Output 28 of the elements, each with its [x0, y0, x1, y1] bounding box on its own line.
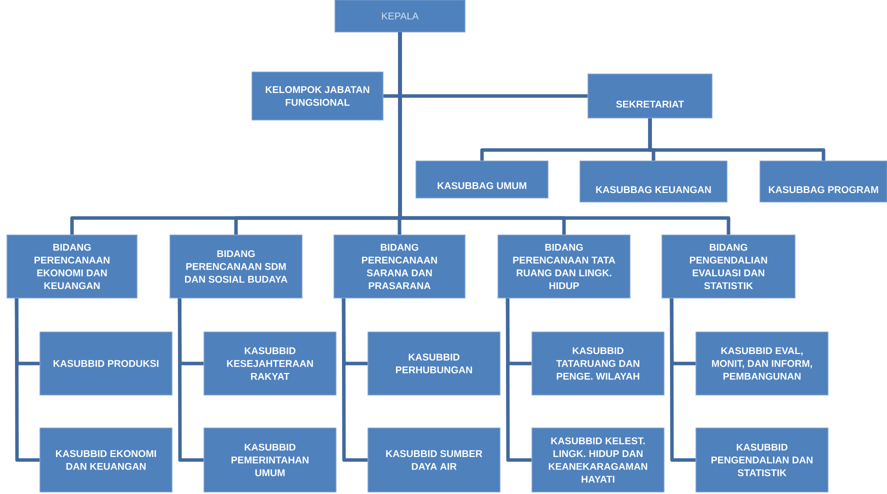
connector-line — [342, 298, 368, 462]
org-box: KASUBBAG UMUM — [416, 160, 548, 198]
org-box: KASUBBID PEMERINTAHAN UMUM — [204, 428, 336, 492]
org-box: KASUBBID TATARUANG DAN PENGE. WILAYAH — [532, 332, 664, 396]
org-box: BIDANG PERENCANAAN SARANA DAN PRASARANA — [334, 234, 466, 298]
org-box: KASUBBAG PROGRAM — [760, 160, 887, 202]
org-box: KASUBBID EKONOMI DAN KEUANGAN — [40, 428, 172, 492]
connector-line — [178, 298, 204, 462]
org-box: KASUBBID PERHUBUNGAN — [368, 332, 500, 396]
org-box: BIDANG PENGENDALIAN EVALUASI DAN STATISTIK — [662, 234, 796, 298]
org-box: BIDANG PERENCANAAN SDM DAN SOSIAL BUDAYA — [170, 234, 302, 298]
org-box: SEKRETARIAT — [588, 74, 712, 118]
org-box: KELOMPOK JABATAN FUNGSIONAL — [252, 72, 384, 120]
org-box: BIDANG PERENCANAAN TATA RUANG DAN LINGK. HIDUP — [498, 234, 630, 298]
org-box: KEPALA — [334, 0, 466, 32]
org-box: KASUBBID KELEST. LINGK. HIDUP DAN KEANEKARAGAMAN HAYATI — [532, 428, 664, 492]
connector-line — [670, 298, 696, 462]
org-box: KASUBBID KESEJAHTERAAN RAKYAT — [204, 332, 336, 396]
connector-line — [506, 298, 532, 462]
org-box: KASUBBAG KEUANGAN — [580, 160, 728, 202]
org-box: KASUBBID PRODUKSI — [40, 332, 172, 396]
org-box: BIDANG PERENCANAAN EKONOMI DAN KEUANGAN — [6, 234, 138, 298]
connector-line — [398, 32, 730, 235]
org-box: KASUBBID SUMBER DAYA AIR — [368, 428, 500, 492]
connector-line — [648, 118, 826, 161]
org-box: KASUBBID EVAL, MONIT, DAN INFORM, PEMBANGUNAN — [696, 332, 828, 396]
org-box: KASUBBID PENGENDALIAN DAN STATISTIK — [696, 428, 828, 492]
connector-line — [14, 298, 40, 462]
